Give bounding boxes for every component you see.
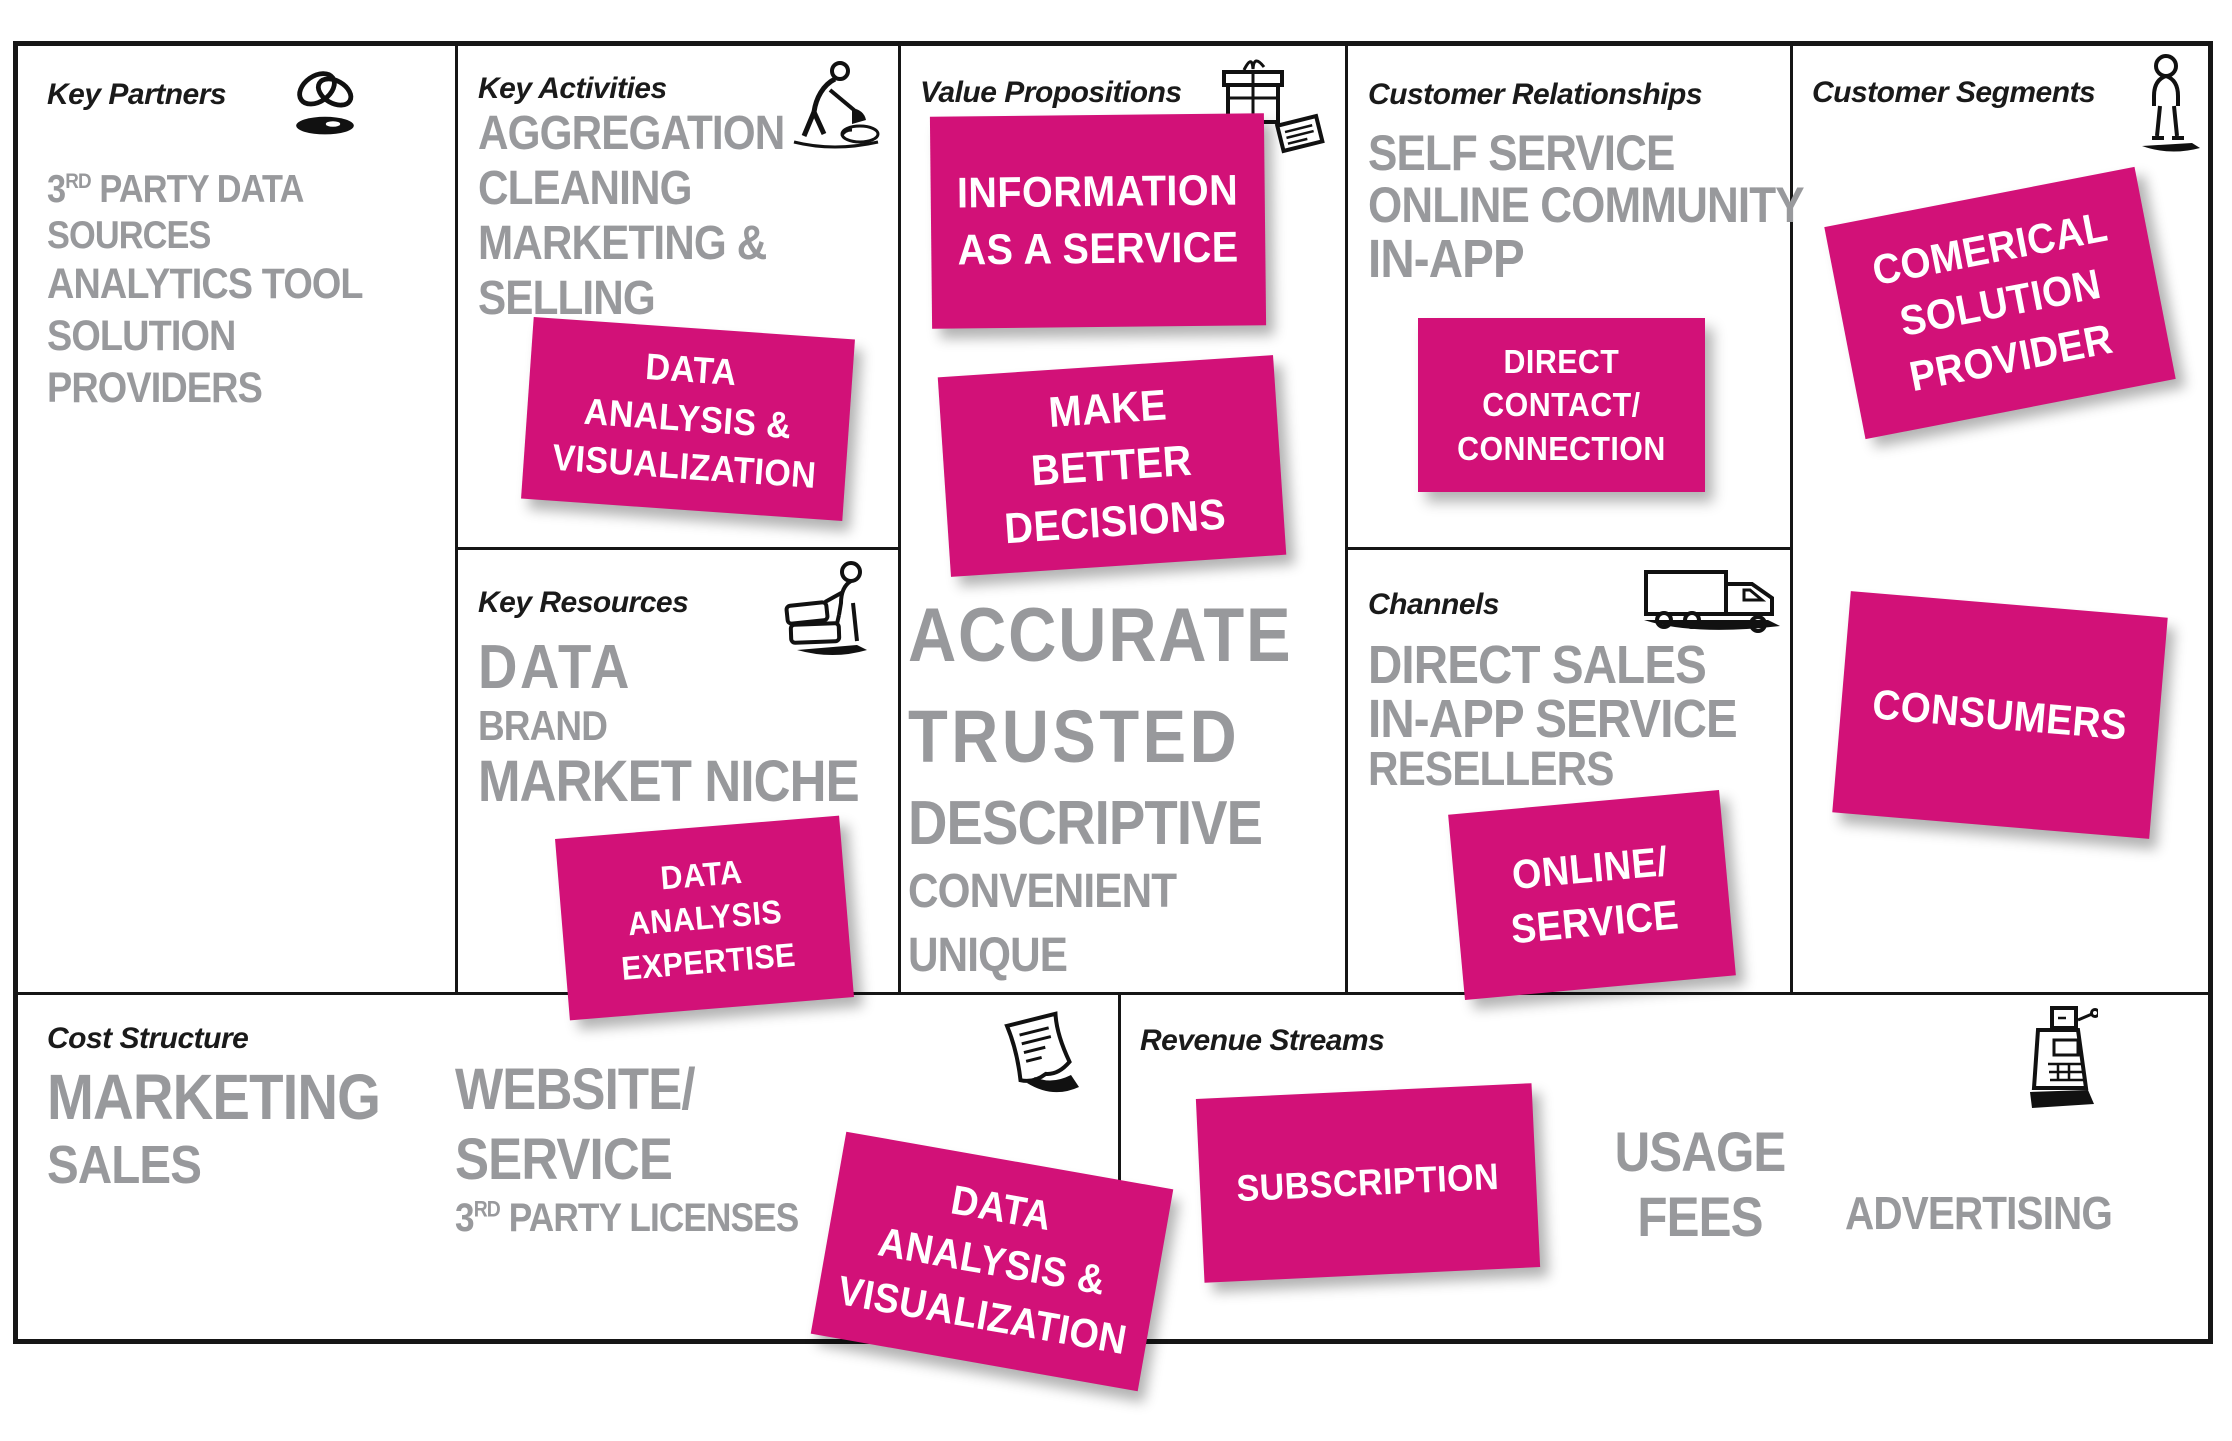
cost-structure-item: SERVICE <box>455 1127 673 1192</box>
section-title-cost-structure: Cost Structure <box>47 1022 249 1055</box>
grid-line <box>1345 547 1793 550</box>
revenue-streams-usage-fees: USAGE FEES <box>1575 1120 1825 1250</box>
paper-receipt-icon <box>983 1005 1101 1105</box>
cost-structure-item: SALES <box>47 1135 202 1195</box>
cost-structure-item: MARKETING <box>47 1061 381 1133</box>
grid-line <box>1790 46 1793 994</box>
channels-item: RESELLERS <box>1368 743 1614 796</box>
sticky-note-data-analysis-visualization: DATA ANALYSIS & VISUALIZATION <box>521 316 855 522</box>
channels-item: IN-APP SERVICE <box>1368 689 1738 749</box>
section-title-value-propositions: Value Propositions <box>920 76 1182 109</box>
section-title-key-activities: Key Activities <box>478 72 667 105</box>
revenue-streams-item: ADVERTISING <box>1845 1187 2113 1239</box>
key-resources-item: MARKET NICHE <box>478 749 860 814</box>
sticky-note-text: CONSUMERS <box>1870 680 2130 749</box>
grid-line <box>455 46 458 994</box>
delivery-truck-icon <box>1638 548 1783 650</box>
sticky-note-subscription: SUBSCRIPTION <box>1195 1083 1541 1283</box>
value-propositions-item: DESCRIPTIVE <box>908 789 1263 858</box>
grid-line <box>1345 46 1348 994</box>
revenue-streams-item: USAGE <box>1614 1120 1787 1183</box>
sticky-note-text: ONLINE/ SERVICE <box>1508 838 1681 953</box>
section-title-customer-relationships: Customer Relationships <box>1368 78 1703 111</box>
sticky-note-text: SUBSCRIPTION <box>1235 1155 1501 1209</box>
gift-box-icon <box>1212 48 1332 158</box>
sticky-note-online-service: ONLINE/ SERVICE <box>1448 790 1736 1000</box>
cost-structure-item: WEBSITE/ <box>455 1057 696 1122</box>
key-partners-item: SOLUTION <box>47 312 236 360</box>
sticky-note-information-as-a-service: INFORMATION AS A SERVICE <box>929 113 1267 329</box>
grid-line <box>898 46 901 994</box>
channels-item: DIRECT SALES <box>1368 635 1707 695</box>
section-title-key-partners: Key Partners <box>47 78 227 111</box>
section-title-customer-segments: Customer Segments <box>1812 76 2096 109</box>
grid-line <box>455 547 901 550</box>
sticky-note-make-better-decisions: MAKE BETTER DECISIONS <box>937 355 1287 577</box>
value-propositions-item: TRUSTED <box>908 695 1241 778</box>
sticky-note-data-analysis-expertise: DATA ANALYSIS EXPERTISE <box>555 815 854 1021</box>
sticky-note-text: COMERICAL SOLUTION PROVIDER <box>1868 202 2116 400</box>
key-resources-item: DATA <box>478 633 632 702</box>
key-activities-item: MARKETING & <box>478 217 767 270</box>
sticky-note-text: DATA ANALYSIS & VISUALIZATION <box>551 345 818 497</box>
cash-register-icon <box>2010 1002 2098 1136</box>
person-with-blocks-icon <box>775 556 885 674</box>
key-partners-item: ANALYTICS TOOL <box>47 260 364 308</box>
sticky-note-text: DATA ANALYSIS & VISUALIZATION <box>834 1176 1131 1363</box>
customer-relationships-item: ONLINE COMMUNITY <box>1368 177 1805 233</box>
key-activities-item: SELLING <box>478 272 656 325</box>
key-partners-item: 3RD PARTY DATA <box>47 168 304 211</box>
value-propositions-item: ACCURATE <box>908 593 1293 678</box>
section-title-revenue-streams: Revenue Streams <box>1140 1024 1385 1057</box>
grid-line <box>1118 992 1121 1339</box>
value-propositions-item: UNIQUE <box>908 929 1068 982</box>
key-activities-item: AGGREGATION <box>478 107 785 160</box>
value-propositions-item: CONVENIENT <box>908 865 1177 918</box>
sticky-note-text: DIRECT CONTACT/ CONNECTION <box>1457 342 1666 467</box>
customer-relationships-item: IN-APP <box>1368 229 1525 289</box>
revenue-streams-item: FEES <box>1637 1184 1763 1248</box>
key-partners-item: SOURCES <box>47 214 211 257</box>
key-resources-item: BRAND <box>478 702 608 749</box>
section-title-key-resources: Key Resources <box>478 586 689 619</box>
standing-person-icon <box>2122 52 2210 168</box>
interlocked-rings-icon <box>285 50 365 150</box>
sticky-note-consumers: CONSUMERS <box>1832 591 2168 839</box>
sticky-note-direct-contact-connection: DIRECT CONTACT/ CONNECTION <box>1418 318 1705 492</box>
sticky-note-text: INFORMATION AS A SERVICE <box>956 166 1240 275</box>
key-partners-item: PROVIDERS <box>47 364 263 412</box>
cost-structure-item: 3RD PARTY LICENSES <box>455 1196 799 1240</box>
sticky-note-text: DATA ANALYSIS EXPERTISE <box>619 852 797 987</box>
key-activities-item: CLEANING <box>478 162 692 215</box>
grid-line <box>18 992 2208 995</box>
customer-relationships-item: SELF SERVICE <box>1368 125 1675 181</box>
sticky-note-text: MAKE BETTER DECISIONS <box>1003 381 1228 554</box>
digging-person-icon <box>778 58 886 158</box>
section-title-channels: Channels <box>1368 588 1500 621</box>
